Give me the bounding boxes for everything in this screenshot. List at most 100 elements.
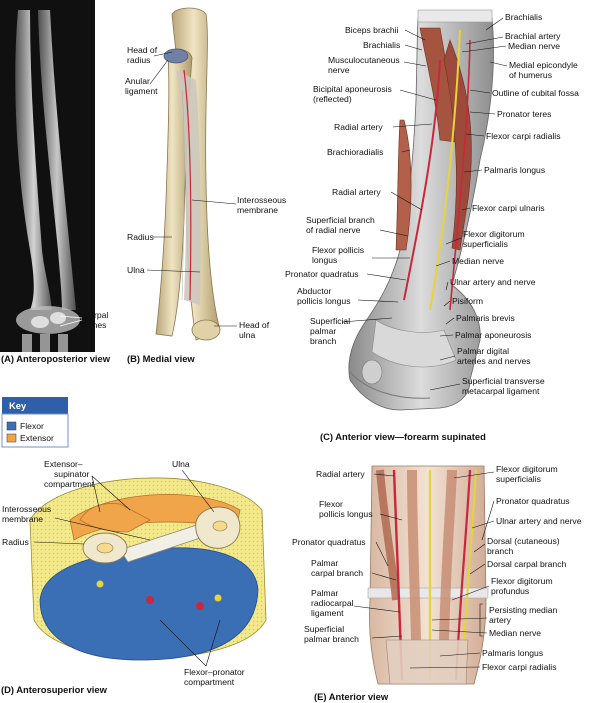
leader-pronator-quadratus-c (366, 273, 407, 281)
label-palmar-radiocarpal-ligament: Palmar radiocarpal ligament (311, 588, 356, 618)
leader-pronator-teres (469, 111, 496, 115)
label-palmaris-longus-e: Palmaris longus (482, 648, 543, 658)
panel-d-cross-section: Extensor– supinator compartment Inteross… (1, 459, 267, 695)
leader-superficial-transverse-metacarpal (429, 383, 461, 391)
caption-panel-d: (D) Anterosuperior view (1, 684, 108, 695)
label-superficial-transverse-metacarpal: Superficial transverse metacarpal ligame… (462, 376, 547, 396)
label-line: Carpal (83, 310, 108, 320)
leader-flexor-digitorum-profundus (451, 585, 490, 601)
leader-flexor-digitorum-superficialis-c (445, 237, 462, 245)
label-line: Extensor– (44, 459, 83, 469)
label-line: Flexor digitorum (463, 229, 525, 239)
label-radius-d: Radius (2, 537, 29, 547)
leader-radial-artery-lower (390, 191, 423, 211)
label-line: Superficial branch (306, 215, 375, 225)
label-flexor-digitorum-superficialis-e: Flexor digitorum superficialis (496, 464, 560, 484)
carpal-leader-2 (59, 319, 83, 327)
label-radial-artery-lower: Radial artery (332, 187, 381, 197)
leader-interosseous-membrane-d (54, 517, 151, 541)
color-key: Key Flexor Extensor (1, 397, 69, 448)
label-line: ligament (125, 86, 158, 96)
leader-brachioradialis (401, 149, 411, 153)
label-musculocutaneous-nerve: Musculocutaneous nerve (328, 55, 402, 75)
label-dorsal-carpal-branch: Dorsal carpal branch (487, 559, 567, 569)
label-anular-ligament: Anular ligament (125, 76, 158, 96)
label-pronator-quadratus-e-right: Pronator quadratus (496, 496, 570, 506)
radius-marrow (96, 542, 114, 554)
label-flexor-pronator: Flexor–pronator compartment (184, 667, 247, 687)
leader-musculocutaneous-nerve (403, 61, 427, 67)
label-pronator-quadratus-e-left: Pronator quadratus (292, 537, 366, 547)
label-palmaris-brevis: Palmaris brevis (456, 313, 515, 323)
label-line: pollicis longus (319, 509, 373, 519)
label-line: compartment (184, 677, 235, 687)
flexor-muscle-group (443, 39, 472, 251)
label-line: Bicipital aponeurosis (313, 84, 392, 94)
key-header (2, 397, 68, 414)
label-line: Palmar (311, 588, 338, 598)
label-medial-epicondyle: Medial epicondyle of humerus (509, 60, 580, 80)
label-line: Flexor pollicis (312, 245, 364, 255)
leader-ulnar-artery-nerve-e (471, 520, 495, 529)
artery-section-1 (146, 596, 154, 604)
label-superficial-branch-radial-nerve: Superficial branch of radial nerve (306, 215, 377, 235)
palm-region (385, 639, 469, 685)
label-dorsal-cutaneous-branch: Dorsal (cutaneous) branch (487, 536, 562, 556)
label-line: Superficial (304, 624, 344, 634)
label-biceps-brachii: Biceps brachii (345, 25, 399, 35)
leader-interosseous-membrane-b (191, 199, 237, 205)
label-line: metacarpal ligament (462, 386, 540, 396)
label-flexor-carpi-ulnaris: Flexor carpi ulnaris (472, 203, 545, 213)
label-line: Median nerve (508, 41, 560, 51)
label-line: Flexor (319, 499, 343, 509)
label-brachialis-left: Brachialis (363, 40, 400, 50)
leader-palmaris-longus-e (439, 652, 481, 657)
label-palmar-aponeurosis: Palmar aponeurosis (455, 330, 531, 340)
label-head-of-ulna: Head of ulna (239, 320, 272, 340)
label-line: bones (83, 320, 106, 330)
interosseous-artery (183, 69, 192, 301)
label-bicipital-aponeurosis: Bicipital aponeurosis (reflected) (313, 84, 394, 104)
xray-metacarpal-1 (22, 334, 32, 352)
leader-anular-ligament (149, 59, 169, 85)
label-ulna-b: Ulna (127, 265, 145, 275)
label-line: Palmar digital (457, 346, 509, 356)
flexor-tendons (407, 469, 421, 641)
label-line: supinator (54, 469, 89, 479)
flexor-tendons-right (439, 469, 457, 641)
key-swatch-extensor (6, 433, 17, 443)
leader-pronator-quadratus-e-left (375, 541, 389, 567)
label-abductor-pollicis-longus: Abductor pollicis longus (297, 286, 351, 306)
leader-flexor-pronator-2 (205, 619, 221, 667)
leader-palmar-aponeurosis (439, 334, 454, 337)
label-line: Flexor digitorum (496, 464, 558, 474)
label-line: Anular (125, 76, 150, 86)
leader-pronator-quadratus-e-right (481, 500, 495, 541)
label-line: arteries and nerves (457, 356, 531, 366)
leader-biceps-brachii (404, 29, 426, 41)
label-head-of-radius: Head of radius (127, 45, 160, 65)
caption-panel-c: (C) Anterior view—forearm supinated (320, 431, 486, 442)
interosseous-membrane-shape (176, 70, 201, 305)
leader-ulnar-artery-nerve-c (445, 281, 449, 291)
xray-metacarpal-3 (58, 334, 68, 352)
label-brachioradialis: Brachioradialis (327, 147, 383, 157)
label-flexor-carpi-radialis-e: Flexor carpi radialis (482, 662, 557, 672)
key-label-flexor: Flexor (20, 421, 44, 431)
label-line: (reflected) (313, 94, 352, 104)
label-line: membrane (2, 514, 43, 524)
label-line: Interosseous (2, 504, 51, 514)
ulnar-artery-shape (449, 39, 471, 311)
panel-b-medial-view: Head of radius Anular ligament Interosse… (125, 7, 289, 364)
label-line: radiocarpal (311, 598, 354, 608)
leader-radial-artery-upper (392, 123, 433, 128)
label-flexor-pollicis-longus-c: Flexor pollicis longus (312, 245, 366, 265)
bracket-median (479, 603, 483, 637)
panel-c-anterior-forearm: Biceps brachii Brachialis Musculocutaneo… (285, 9, 580, 442)
label-interosseous-membrane-b: Interosseous membrane (237, 195, 289, 215)
label-superficial-palmar-branch-e: Superficial palmar branch (304, 624, 359, 644)
leader-flexor-carpi-radialis-c (465, 133, 485, 137)
label-ulna-d: Ulna (172, 459, 190, 469)
key-title: Key (9, 400, 27, 411)
